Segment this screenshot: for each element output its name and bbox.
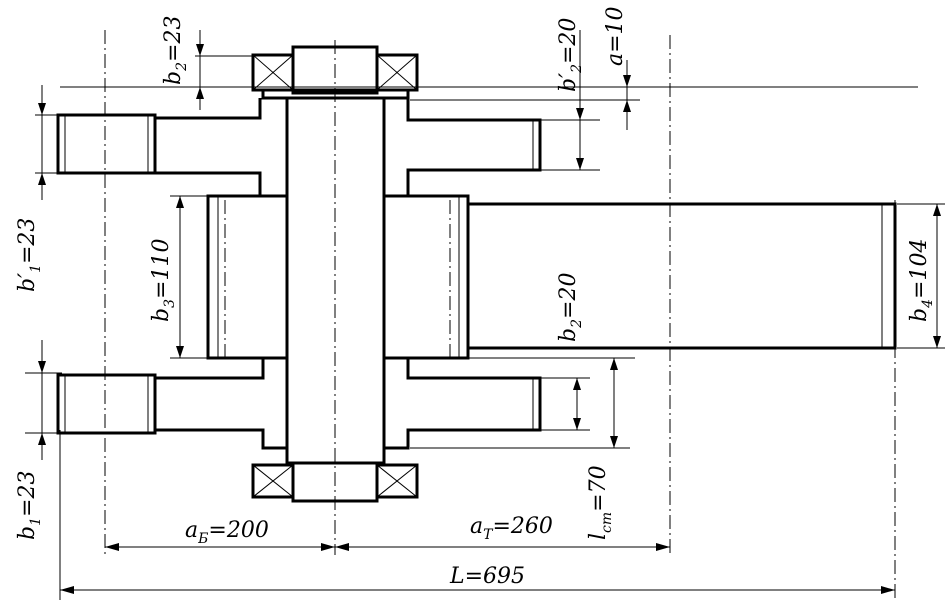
- upper-left-gear: [56, 113, 157, 175]
- label-b1-bottom: b1=23: [15, 471, 44, 540]
- lower-left-gear: [56, 373, 157, 435]
- dimension-labels: b2=23 b′2=20 a=10 b′1=23 b3=110 b2=20 b4…: [15, 6, 936, 589]
- label-b3: b3=110: [149, 239, 178, 322]
- top-shaft-cap: [291, 45, 379, 95]
- label-b2-prime: b′2=20: [556, 18, 585, 92]
- dimension-lines: [38, 30, 941, 594]
- label-L: L=695: [449, 564, 525, 589]
- label-b1-prime: b′1=23: [15, 218, 44, 292]
- upper-right-gear: [406, 98, 542, 196]
- middle-gear-right: [382, 194, 470, 360]
- output-shaft: [468, 202, 897, 350]
- label-b2-top: b2=23: [161, 16, 190, 85]
- label-b2-mid: b2=20: [556, 273, 585, 342]
- lower-right-gear: [384, 358, 542, 450]
- label-lst: lст=70: [586, 465, 615, 540]
- label-aB: aБ=200: [185, 518, 269, 547]
- label-aT: aT=260: [470, 514, 553, 543]
- extension-lines: [25, 55, 945, 600]
- main-outline: [56, 45, 897, 503]
- bottom-shaft-cap: [291, 461, 379, 503]
- middle-gear-left: [206, 194, 289, 360]
- label-a-top: a=10: [603, 6, 628, 66]
- label-b4: b4=104: [907, 239, 936, 322]
